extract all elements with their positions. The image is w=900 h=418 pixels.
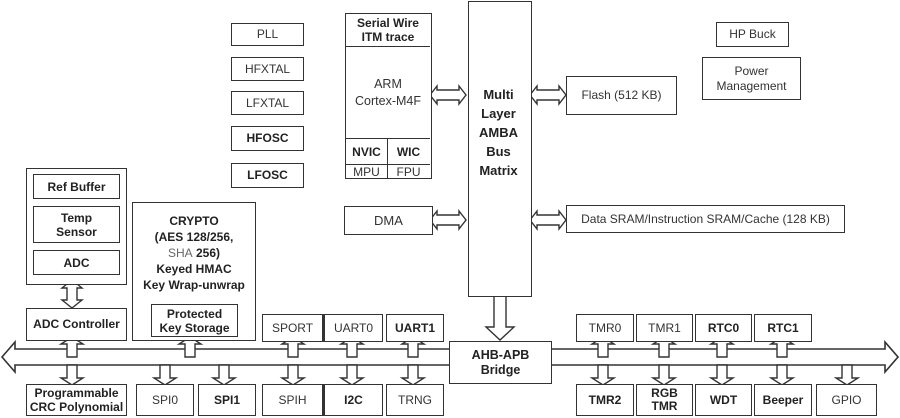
temp-sensor: Temp Sensor xyxy=(33,206,120,243)
ahb-apb-bridge: AHB-APB Bridge xyxy=(449,341,552,384)
crypto-keywrap: Key Wrap-unwrap xyxy=(143,278,245,292)
apb-tmr1: TMR1 xyxy=(636,314,693,342)
apb-uart0: UART0 xyxy=(323,314,383,342)
apb-rtc1: RTC1 xyxy=(754,314,812,342)
mpu: MPU xyxy=(346,164,388,179)
apb-spi0: SPI0 xyxy=(136,384,194,416)
sram-memory: Data SRAM/Instruction SRAM/Cache (128 KB… xyxy=(566,205,845,233)
bus-matrix-label: Multi Layer AMBA Bus Matrix xyxy=(479,87,518,178)
fpu: FPU xyxy=(396,165,421,179)
cpu-block: Serial Wire ITM trace ARM Cortex-M4F NVI… xyxy=(345,13,432,179)
apb-trng: TRNG xyxy=(386,384,444,416)
power-management: Power Management xyxy=(702,57,801,100)
dma: DMA xyxy=(344,206,433,235)
wic: WIC xyxy=(387,138,430,165)
ref-buffer: Ref Buffer xyxy=(33,174,120,199)
adc: ADC xyxy=(33,250,120,275)
crypto-block: CRYPTO (AES 128/256, SHA 256) Keyed HMAC… xyxy=(132,202,256,341)
matrix-to-bridge-arrow xyxy=(484,295,516,341)
crypto-sha: SHA 256) xyxy=(133,245,255,261)
apb-spih: SPIH xyxy=(262,384,323,416)
clock-pll: PLL xyxy=(231,23,304,46)
clock-lfosc: LFOSC xyxy=(231,163,304,188)
crypto-sha-size: 256) xyxy=(192,246,221,260)
dma-matrix-arrow xyxy=(429,210,467,230)
hp-buck: HP Buck xyxy=(716,22,789,47)
matrix-sram-arrow xyxy=(529,210,567,230)
apb-gpio: GPIO xyxy=(816,384,877,416)
crypto-title: CRYPTO xyxy=(169,214,219,228)
nvic: NVIC xyxy=(346,138,388,165)
protected-key-storage: Protected Key Storage xyxy=(151,304,238,337)
apb-i2c: I2C xyxy=(323,384,383,416)
apb-tmr0: TMR0 xyxy=(576,314,634,342)
apb-beeper: Beeper xyxy=(754,384,812,416)
crypto-hmac: Keyed HMAC xyxy=(156,262,232,276)
amba-bus-matrix: Multi Layer AMBA Bus Matrix xyxy=(468,1,532,297)
clock-hfxtal: HFXTAL xyxy=(231,57,304,81)
apb-wdt: WDT xyxy=(695,384,752,416)
apb-rtc0: RTC0 xyxy=(695,314,752,342)
crypto-sha-label: SHA xyxy=(167,246,193,260)
matrix-flash-arrow xyxy=(529,85,567,105)
analog-group: Ref Buffer Temp Sensor ADC xyxy=(26,168,127,285)
apb-sport: SPORT xyxy=(262,314,323,342)
apb-spi1: SPI1 xyxy=(198,384,256,416)
crypto-aes: (AES 128/256, xyxy=(154,230,234,244)
clock-lfxtal: LFXTAL xyxy=(231,91,304,115)
apb-crc: Programmable CRC Polynomial xyxy=(26,384,127,416)
cpu-matrix-arrow xyxy=(429,85,467,105)
apb-tmr2: TMR2 xyxy=(576,384,634,416)
arm-cortex-m4f: ARM Cortex-M4F xyxy=(355,77,421,108)
adc-controller: ADC Controller xyxy=(26,308,127,341)
apb-rgb-tmr: RGB TMR xyxy=(636,384,693,416)
flash-memory: Flash (512 KB) xyxy=(566,76,677,115)
apb-uart1: UART1 xyxy=(386,314,444,342)
clock-hfosc: HFOSC xyxy=(231,126,304,151)
serial-wire-itm: Serial Wire ITM trace xyxy=(346,14,430,47)
